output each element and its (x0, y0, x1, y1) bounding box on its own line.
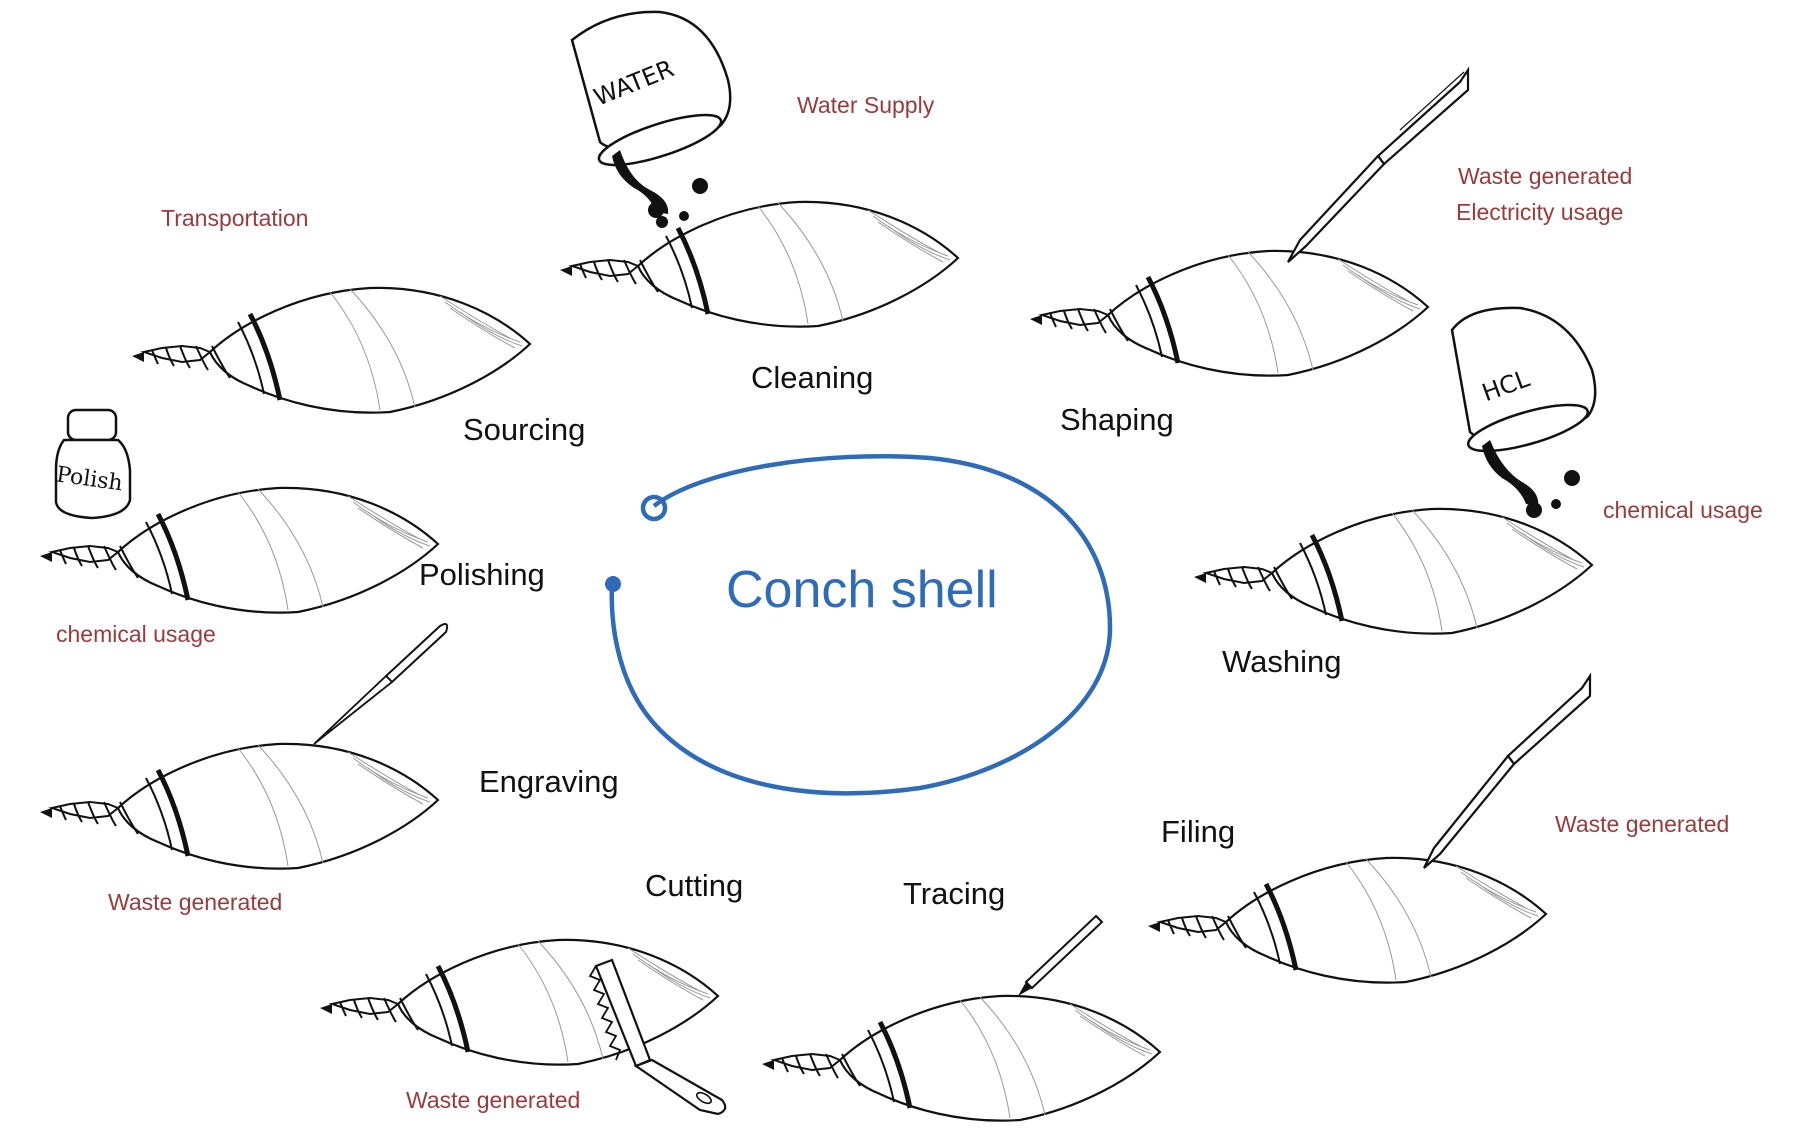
impact-washing-chemical: chemical usage (1603, 497, 1763, 523)
stage-label-washing: Washing (1222, 644, 1342, 679)
cycle-arrow (605, 454, 1113, 796)
stage-label-polishing: Polishing (419, 557, 545, 592)
stage-label-tracing: Tracing (903, 876, 1006, 911)
shell-shaping (1030, 251, 1428, 376)
cycle-end-marker (605, 576, 621, 592)
impact-shaping-electricity: Electricity usage (1456, 199, 1624, 225)
shell-engraving (40, 744, 438, 869)
impact-shaping-waste: Waste generated (1458, 163, 1633, 189)
impact-polishing-chemical: chemical usage (56, 621, 216, 647)
stage-label-cleaning: Cleaning (751, 360, 874, 395)
stage-label-filing: Filing (1161, 814, 1236, 849)
center-title: Conch shell (726, 561, 998, 619)
polish-bottle-icon: Polish (55, 408, 132, 520)
shell-cleaning (560, 202, 958, 327)
engraving-needle-icon (313, 623, 449, 745)
shell-tracing (762, 996, 1160, 1121)
shell-washing (1194, 509, 1592, 634)
stage-label-shaping: Shaping (1060, 402, 1174, 437)
impact-engraving-waste: Waste generated (108, 889, 283, 915)
water-cup-icon: WATER (570, 10, 732, 228)
saw-icon (588, 958, 727, 1116)
tracing-pen-icon (1018, 914, 1104, 996)
hcl-cup-icon: HCL (1450, 306, 1597, 518)
shell-sourcing (132, 288, 530, 413)
impact-transportation: Transportation (161, 205, 309, 231)
scalpel-icon (1287, 66, 1470, 263)
file-tool-icon (1423, 672, 1592, 869)
impact-filing-waste: Waste generated (1555, 811, 1730, 837)
stage-label-cutting: Cutting (645, 868, 744, 903)
cycle-start-marker (640, 494, 668, 522)
stage-label-sourcing: Sourcing (463, 412, 586, 447)
impact-cutting-waste: Waste generated (406, 1087, 581, 1113)
shell-cutting (320, 940, 718, 1065)
shell-filing (1148, 858, 1546, 983)
stage-label-engraving: Engraving (479, 764, 619, 799)
impact-water-supply: Water Supply (797, 92, 935, 118)
